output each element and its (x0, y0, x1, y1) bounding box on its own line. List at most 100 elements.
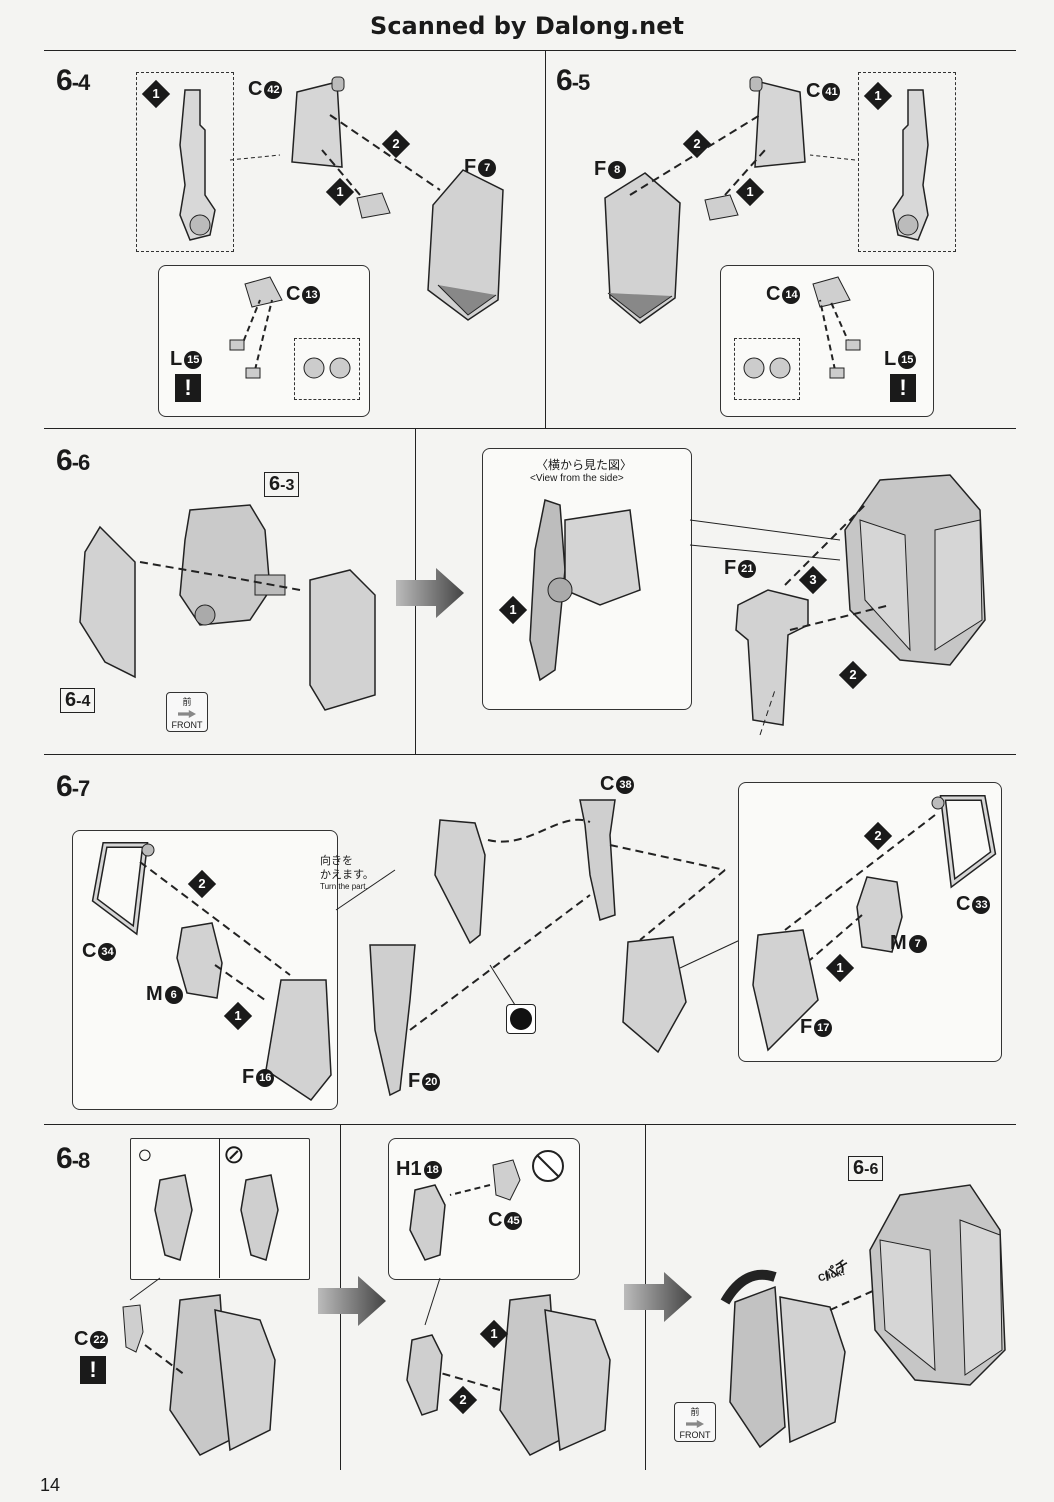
caution-icon: ! (890, 374, 916, 402)
ref-6-4: 6-4 (60, 688, 96, 713)
part-c14 (812, 276, 851, 308)
turn-note-en: Turn the part. (320, 882, 368, 891)
divider-row1 (44, 428, 1016, 429)
part-c22 (122, 1304, 144, 1353)
no-glue-icon (532, 1150, 564, 1182)
part-l15 (303, 357, 351, 379)
step-main: 6 (556, 64, 573, 97)
page-number: 14 (40, 1475, 61, 1495)
step-sub: -6 (71, 450, 91, 475)
part-m7 (856, 876, 903, 953)
part-f8 (604, 172, 681, 324)
blackhole-icon (506, 1004, 536, 1034)
ref-6-3: 6-3 (264, 472, 300, 497)
detail-frame-6-4 (136, 72, 234, 252)
part-6-6-result (844, 474, 986, 666)
part-f20 (369, 944, 416, 1097)
part-c22-correct (154, 1174, 193, 1261)
part-f20-panel (434, 819, 486, 945)
part-6-4-left-panel (79, 525, 136, 679)
step-main: 6 (56, 444, 73, 477)
side-view-en: <View from the side> (530, 473, 624, 484)
turn-note-jp2: かえます。 (320, 869, 374, 881)
part-c45 (492, 1159, 521, 1201)
part-l15-right (743, 357, 791, 379)
part-6-8-assembly-c (720, 1269, 846, 1449)
step-6-5-title: 6-5 (556, 64, 591, 98)
part-c42 (291, 76, 345, 168)
part-frame-6-5 (892, 89, 929, 241)
divider-6-4-6-5 (545, 50, 546, 428)
correct-icon: ○ (137, 1139, 153, 1169)
step-6-7-title: 6-7 (56, 770, 91, 804)
part-f21 (735, 589, 809, 726)
ref-6-6: 6-6 (848, 1156, 884, 1181)
divider-row3 (44, 1124, 1016, 1125)
part-side-view (529, 499, 641, 682)
step-6-8-title: 6-8 (56, 1142, 90, 1176)
correct-wrong-divider (219, 1138, 220, 1278)
caution-icon: ! (175, 374, 201, 402)
scan-credit: Scanned by Dalong.net (370, 12, 684, 40)
part-6-5-right-panel (309, 569, 376, 711)
next-arrow-icon (318, 1276, 386, 1326)
part-f-lower-panel (622, 936, 687, 1054)
detail-inset (734, 338, 800, 400)
wrong-icon: ⊘ (223, 1139, 245, 1169)
part-c13 (244, 276, 283, 308)
part-f7 (427, 169, 504, 321)
step-main: 6 (56, 1142, 73, 1175)
part-c38 (579, 799, 616, 921)
step-sub: -7 (71, 776, 91, 801)
side-view-jp: 〈横から見た図〉 (536, 458, 633, 472)
step-6-6-title: 6-6 (56, 444, 91, 478)
part-c22-wrong (240, 1174, 279, 1261)
step-6-4-title: 6-4 (56, 64, 90, 98)
part-m6 (176, 922, 223, 999)
page-frame (44, 50, 1016, 1471)
part-6-8-assembly-a (169, 1294, 276, 1456)
part-h1-18 (409, 1184, 446, 1261)
divider-row2 (44, 754, 1016, 755)
part-c41 (749, 76, 806, 168)
step-sub: -5 (571, 70, 591, 95)
part-c13-small (356, 192, 391, 219)
next-arrow-icon (624, 1272, 692, 1322)
part-c14-small (704, 194, 739, 221)
next-arrow-icon (396, 568, 464, 618)
detail-inset (294, 338, 360, 400)
part-f17 (752, 929, 819, 1052)
part-c34 (91, 842, 155, 936)
caution-icon: ! (80, 1356, 106, 1384)
